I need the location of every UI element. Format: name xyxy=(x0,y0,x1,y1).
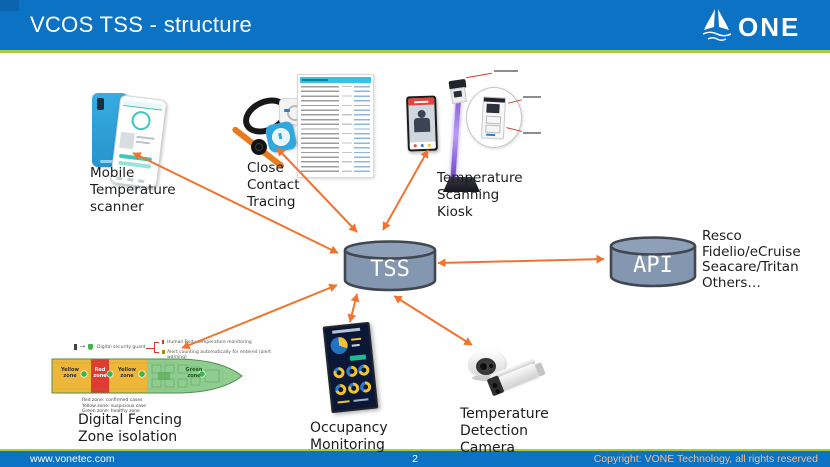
kiosk-pole-icon xyxy=(450,98,461,179)
digital-fencing-label: Digital Fencing Zone isolation xyxy=(78,412,182,445)
ship-legend: → Digital security guard Human Body temp… xyxy=(74,339,274,360)
logo-text: ONE xyxy=(738,12,800,42)
dome-camera-icon xyxy=(468,350,505,381)
close-contact-label: Close Contact Tracing xyxy=(247,160,300,210)
tracing-disc-icon xyxy=(251,139,267,155)
api-cylinder: API xyxy=(609,236,697,288)
donut-chart-icon xyxy=(332,366,346,379)
zone-label-yellow-2: Yellow zone xyxy=(117,367,137,379)
tss-label: TSS xyxy=(370,257,410,282)
camera-lens-icon xyxy=(495,388,500,394)
api-system-item: Resco xyxy=(702,228,742,244)
camera-lens-icon xyxy=(489,364,493,368)
camera-lens-icon xyxy=(480,363,487,370)
arrow-occupancy-tss xyxy=(347,293,360,323)
ship-zone-map: Yellow zone Red zone Yellow zone Green z… xyxy=(50,355,245,397)
legend-guard-text: Digital security guard xyxy=(97,345,146,350)
donut-chart-icon xyxy=(347,382,360,395)
page-title: VCOS TSS - structure xyxy=(30,12,252,37)
tss-cylinder: TSS xyxy=(343,240,437,292)
sail-icon xyxy=(702,9,732,41)
kiosk-label: Temperature Scanning Kiosk xyxy=(437,170,523,220)
header-bar: VCOS TSS - structure ONE xyxy=(0,0,830,50)
camera-lens-icon xyxy=(491,382,499,389)
kiosk-screen-icon xyxy=(450,87,467,104)
callout-annotation xyxy=(494,70,518,72)
zone-label-red: Red zone xyxy=(93,367,107,379)
alert-icon xyxy=(162,350,165,354)
api-system-item: Fidelio/eCruise xyxy=(702,243,801,260)
api-label: API xyxy=(633,253,673,278)
arrow-tss-api xyxy=(437,254,605,268)
footer-divider xyxy=(0,449,830,451)
api-system-item: Seacare/Tritan xyxy=(702,259,799,275)
donut-chart-icon xyxy=(334,383,347,396)
smartwatch-icon xyxy=(264,120,298,154)
legend-item-1: Human Body temperature monitoring xyxy=(167,340,252,345)
temperature-tablet-icon xyxy=(406,95,438,152)
callout-leader-line xyxy=(466,72,492,79)
copyright-text: Copyright: VONE Technology, all rights r… xyxy=(593,453,818,465)
thermometer-icon xyxy=(162,340,164,344)
kiosk-base-icon xyxy=(443,177,480,192)
zone-label-yellow-1: Yellow zone xyxy=(60,367,80,379)
arrow-right-icon: → xyxy=(80,343,86,350)
api-system-item: Others… xyxy=(702,274,761,291)
donut-chart-icon xyxy=(359,380,372,394)
occupancy-label: Occupancy Monitoring xyxy=(310,420,388,453)
header-corner-accent xyxy=(0,0,19,11)
zone-shield-icons xyxy=(80,370,206,378)
callout-annotation xyxy=(523,132,541,134)
legend-item-2: Alert counting automatically for entered… xyxy=(167,350,272,360)
tracing-report-sheet xyxy=(297,74,374,178)
diagram-canvas: TSS API Resco Fidelio/eCruise Seacare/Tr… xyxy=(0,53,830,456)
zone-notes: Red zone: confirmed cases Yellow zone: s… xyxy=(82,398,147,414)
header-underline xyxy=(0,50,830,53)
arrow-camera-tss xyxy=(393,295,473,346)
footer-website: www.vonetec.com xyxy=(30,453,115,465)
callout-annotation xyxy=(523,96,541,98)
shield-icon xyxy=(88,344,93,350)
api-systems-list: Resco Fidelio/eCruise Seacare/Tritan Oth… xyxy=(702,228,801,291)
red-zone xyxy=(91,359,109,393)
phone-camera-icon xyxy=(97,98,104,110)
arrow-kiosk-tss xyxy=(382,149,429,231)
pie-chart-icon xyxy=(329,336,349,355)
donut-chart-icon xyxy=(357,364,370,377)
donut-chart-icon xyxy=(345,365,358,378)
zone-label-green: Green zone xyxy=(185,367,203,379)
camera-label: Temperature Detection Camera xyxy=(460,406,549,456)
page-number: 2 xyxy=(412,453,418,465)
person-icon xyxy=(74,344,77,350)
kiosk-detail-callout xyxy=(466,87,522,148)
occupancy-dashboard-icon xyxy=(322,321,379,414)
vone-logo: ONE xyxy=(702,9,800,42)
mobile-scanner-label: Mobile Temperature scanner xyxy=(90,165,176,215)
footer-bar: www.vonetec.com 2 Copyright: VONE Techno… xyxy=(0,451,830,467)
